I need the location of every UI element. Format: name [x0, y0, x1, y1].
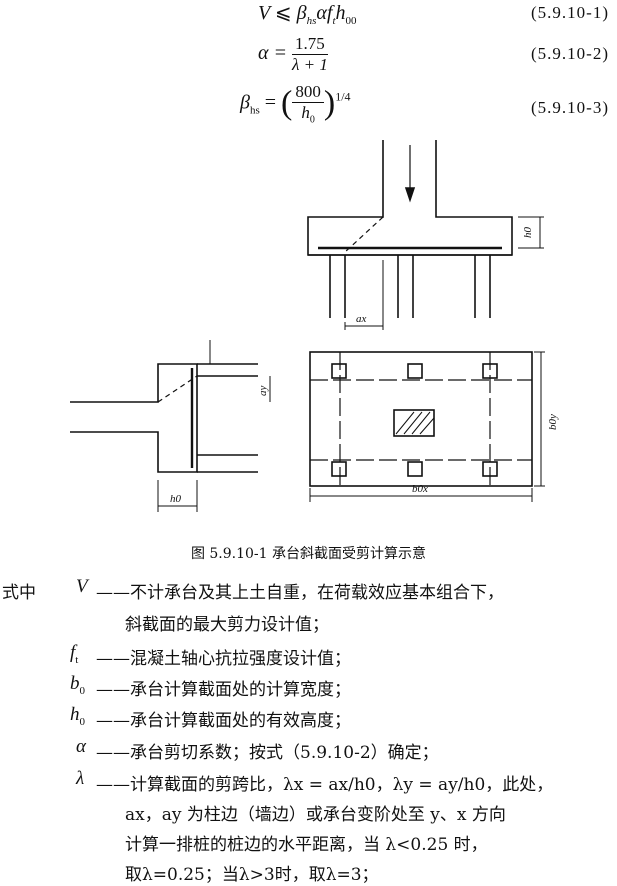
eq3-beta-sub: hs — [249, 104, 260, 117]
equation-5-9-10-2: α = 1.75 λ + 1 — [258, 34, 328, 75]
eq2-number: (5.9.10-2) — [531, 44, 609, 63]
equation-5-9-10-3: βhs = ( 800 h0 )1/4 — [240, 82, 351, 125]
def-b0-b: b — [70, 673, 80, 694]
eq1-b-sub: 0 — [345, 15, 352, 27]
eq3-den-sub: 0 — [309, 114, 315, 126]
label-ay: ay — [257, 386, 269, 397]
eq1-beta: β — [296, 2, 307, 24]
eq3-left-paren: ( — [281, 84, 293, 122]
label-h0-top: h0 — [522, 227, 534, 239]
equation-5-9-10-1: V ⩽ βhsαfth00 — [258, 0, 357, 27]
definitions-lead: 式中 — [2, 583, 36, 603]
def-ft-f: f — [70, 642, 76, 663]
def-b0-symbol: b0 — [70, 673, 85, 697]
eq3-beta: β — [240, 91, 250, 114]
plan-outline — [309, 351, 533, 487]
eq3-denominator: h0 — [292, 103, 324, 125]
eq3-right-paren: ) — [323, 84, 336, 122]
def-lambda-line1: ——计算截面的剪跨比，λx = ax/h0，λy = ay/h0，此处， — [96, 775, 554, 795]
def-lambda-line4: 取λ=0.25；当λ>3时，取λ=3； — [125, 865, 379, 885]
eq1-beta-sub: hs — [306, 15, 317, 27]
eq3-exponent: 1/4 — [335, 89, 351, 104]
def-V-symbol: V — [76, 576, 88, 597]
eq1-number: (5.9.10-1) — [531, 3, 609, 22]
eq1-f-sub: t — [332, 15, 336, 27]
label-b0x: b0x — [412, 483, 428, 495]
def-alpha-symbol: α — [76, 736, 86, 757]
def-alpha-line1: ——承台剪切系数；按式（5.9.10-2）确定； — [96, 743, 439, 763]
def-h0-line1: ——承台计算截面处的有效高度； — [96, 711, 351, 731]
eq2-fraction: 1.75 λ + 1 — [292, 34, 328, 75]
eq3-numerator: 800 — [292, 82, 324, 103]
figure-caption: 图 5.9.10-1 承台斜截面受剪计算示意 — [190, 546, 427, 562]
label-b0y: b0y — [547, 414, 559, 430]
def-lambda-line2: ax，ay 为柱边（墙边）或承台变阶处至 y、x 方向 — [125, 805, 506, 825]
eq1-b: h — [335, 2, 346, 24]
def-lambda-line3: 计算一排桩的桩边的水平距离，当 λ<0.25 时， — [125, 835, 488, 855]
def-b0-line1: ——承台计算截面处的计算宽度； — [96, 680, 351, 700]
eq1-rel: ⩽ — [274, 2, 292, 24]
eq3-equals: = — [264, 91, 277, 114]
eq1-h-sub: 0 — [351, 15, 357, 27]
eq2-numerator: 1.75 — [292, 34, 328, 55]
def-h0-symbol: h0 — [70, 704, 85, 728]
eq3-number: (5.9.10-3) — [531, 98, 609, 117]
def-ft-line1: ——混凝土轴心抗拉强度设计值； — [96, 649, 351, 669]
column-hatched — [393, 409, 435, 437]
left-elevation-outline — [70, 363, 198, 473]
def-h0-h: h — [70, 704, 80, 725]
def-V-line2: 斜截面的最大剪力设计值； — [125, 615, 329, 635]
eq1-alpha-f: αf — [316, 2, 333, 24]
eq2-denominator: λ + 1 — [292, 55, 328, 74]
def-lambda-symbol: λ — [76, 768, 85, 789]
def-b0-sub: 0 — [79, 684, 86, 697]
eq1-lhs: V — [258, 2, 270, 24]
label-ax: ax — [356, 313, 367, 325]
eq3-fraction: 800 h0 — [292, 82, 324, 125]
label-h0-left: h0 — [170, 493, 182, 505]
eq3-den-h: h — [301, 103, 310, 122]
def-h0-sub: 0 — [79, 715, 86, 728]
def-ft-symbol: ft — [70, 642, 78, 666]
def-V-line1: ——不计承台及其上土自重，在荷载效应基本组合下， — [96, 583, 504, 603]
def-ft-sub: t — [75, 653, 79, 666]
eq2-lhs: α = — [258, 42, 287, 65]
pile-cap-shear-figure: h0 ax ay h0 b0y b0x — [70, 140, 559, 512]
